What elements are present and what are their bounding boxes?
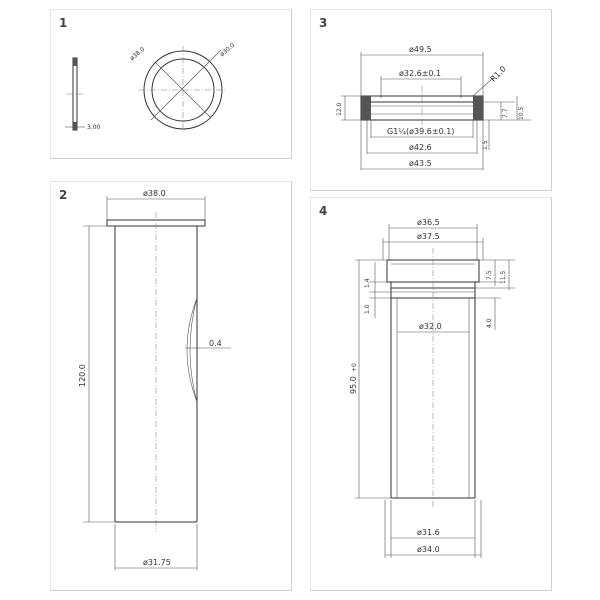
dim-top2: ø37.5 xyxy=(417,232,440,241)
dim-mid: ø42.6 xyxy=(409,143,432,152)
panel-2-drawing: ø38.0 0.4 120.0 ø31.75 xyxy=(78,189,231,570)
dim-thread: G1¼(ø39.6±0.1) xyxy=(387,127,454,136)
panel-1: 1 3.00 ø38.0 ø30.0 xyxy=(50,9,292,159)
dim-top-diameter: ø38.0 xyxy=(143,189,166,198)
panel-number: 1 xyxy=(59,16,68,30)
panel-3-drawing: ø49.5 ø32.6±0.1 R1.0 12.0 7.7 10.5 xyxy=(336,45,531,170)
dim-height: 120.0 xyxy=(78,364,87,387)
dim-bottom2: ø34.0 xyxy=(417,545,440,554)
dim-outer-diameter: ø38.0 xyxy=(129,46,147,62)
dim-right-b: 10.5 xyxy=(518,106,525,120)
panel-2: 2 ø38.0 0.4 120.0 ø31.75 xyxy=(50,181,292,591)
dim-bottom1: ø31.6 xyxy=(417,528,440,537)
dim-left-b: 1.0 xyxy=(364,304,371,314)
dim-outer-top: ø49.5 xyxy=(409,45,432,54)
dim-radius: R1.0 xyxy=(489,64,508,83)
panel-4: 4 ø36.5 ø37.5 1.4 1.0 xyxy=(310,197,552,591)
dim-right-b: 11.5 xyxy=(500,270,507,284)
panel-3: 3 ø49.5 ø32.6±0.1 R1.0 12.0 7.7 1 xyxy=(310,9,552,191)
dim-bottom: ø43.5 xyxy=(409,159,432,168)
dim-bottom-diameter: ø31.75 xyxy=(143,558,171,567)
dim-height-left: 12.0 xyxy=(336,102,343,116)
dim-inner-diameter: ø30.0 xyxy=(219,42,237,58)
dim-thickness: 3.00 xyxy=(87,124,101,131)
dim-inner: ø32.0 xyxy=(419,322,442,331)
dim-step: 1.5 xyxy=(482,140,489,150)
panel-number: 3 xyxy=(319,16,328,30)
panel-number: 2 xyxy=(59,188,68,202)
dim-height-tolerance: +0 xyxy=(351,363,358,372)
dim-top1: ø36.5 xyxy=(417,218,440,227)
dim-inner-top: ø32.6±0.1 xyxy=(399,69,441,78)
panel-4-drawing: ø36.5 ø37.5 1.4 1.0 7.5 11.5 xyxy=(349,218,515,558)
dim-right-c: 4.0 xyxy=(486,318,493,328)
dim-offset: 0.4 xyxy=(209,339,222,348)
dim-left-a: 1.4 xyxy=(364,278,371,288)
dim-right-a: 7.7 xyxy=(502,108,509,118)
panel-1-drawing: 3.00 ø38.0 ø30.0 xyxy=(65,42,237,134)
tube-curved-slot xyxy=(186,297,198,403)
dim-right-a: 7.5 xyxy=(486,270,493,280)
panel-number: 4 xyxy=(319,204,328,218)
dim-height: 95.0 xyxy=(349,376,358,394)
